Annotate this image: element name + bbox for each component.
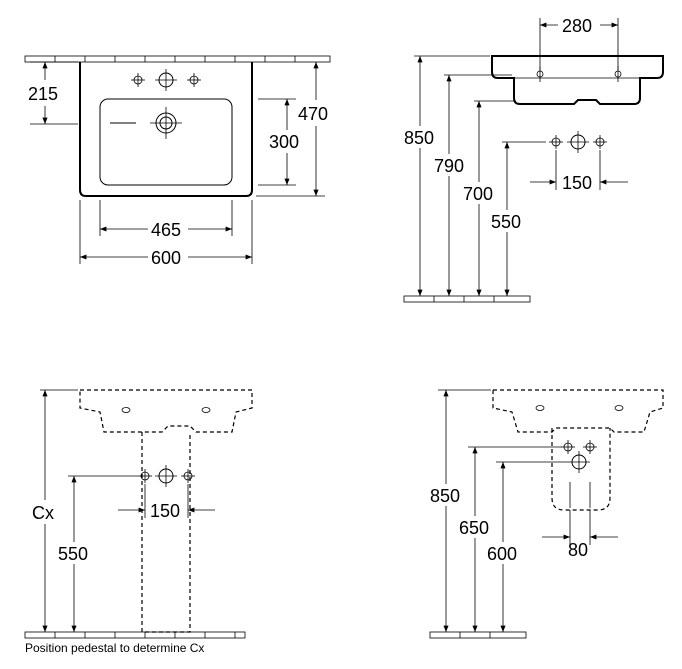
dim-label-850: 850 bbox=[430, 486, 460, 506]
side-view: 280 850 790 700 550 150 bbox=[403, 16, 664, 303]
pedestal-front-view: Cx 550 150 Position pedestal to determin… bbox=[24, 389, 253, 655]
caption: Position pedestal to determine Cx bbox=[25, 641, 204, 655]
tap-hole-icon bbox=[137, 468, 153, 484]
tap-hole-icon bbox=[560, 439, 576, 455]
tap-hole-icon bbox=[567, 450, 591, 474]
dim-label-cx: Cx bbox=[32, 503, 54, 523]
dim-label-280: 280 bbox=[562, 16, 592, 36]
tap-hole-icon bbox=[130, 72, 146, 88]
dim-label-150: 150 bbox=[150, 501, 180, 521]
basin-side-profile bbox=[491, 55, 664, 105]
dim-label-150: 150 bbox=[562, 173, 592, 193]
tap-hole-icon bbox=[592, 134, 608, 150]
dim-label-465: 465 bbox=[151, 220, 181, 240]
floor-strip bbox=[403, 295, 531, 303]
tap-hole-icon bbox=[186, 72, 202, 88]
pedestal-dashed-outline bbox=[551, 428, 611, 511]
wall-strip bbox=[24, 55, 331, 63]
pedestal-dashed-outline bbox=[141, 432, 191, 633]
dim-label-700: 700 bbox=[463, 184, 493, 204]
basin-dashed-outline bbox=[492, 389, 664, 433]
dim-label-600: 600 bbox=[487, 544, 517, 564]
dim-label-550: 550 bbox=[491, 212, 521, 232]
tap-hole-icon bbox=[548, 134, 564, 150]
dim-label-215: 215 bbox=[28, 84, 58, 104]
floor-strip bbox=[24, 631, 246, 639]
dim-label-850: 850 bbox=[404, 128, 434, 148]
dim-label-650: 650 bbox=[459, 518, 489, 538]
dim-label-790: 790 bbox=[434, 156, 464, 176]
tap-hole-icon bbox=[154, 464, 178, 488]
basin-bowl bbox=[99, 98, 233, 186]
tap-hole-icon bbox=[582, 439, 598, 455]
tap-hole-icon bbox=[180, 468, 196, 484]
tap-hole-icon bbox=[566, 130, 590, 154]
dim-label-600: 600 bbox=[151, 248, 181, 268]
dim-label-300: 300 bbox=[269, 132, 299, 152]
basin-dashed-outline bbox=[79, 389, 253, 433]
dim-label-80: 80 bbox=[568, 540, 588, 560]
dim-label-470: 470 bbox=[298, 104, 328, 124]
dim-label-550: 550 bbox=[58, 544, 88, 564]
pedestal-side-view: 850 650 600 80 bbox=[429, 389, 664, 639]
top-view: 215 470 300 465 600 bbox=[24, 55, 331, 268]
floor-strip bbox=[429, 631, 527, 639]
basin-outline bbox=[79, 62, 253, 197]
tap-hole-icon bbox=[154, 68, 178, 92]
